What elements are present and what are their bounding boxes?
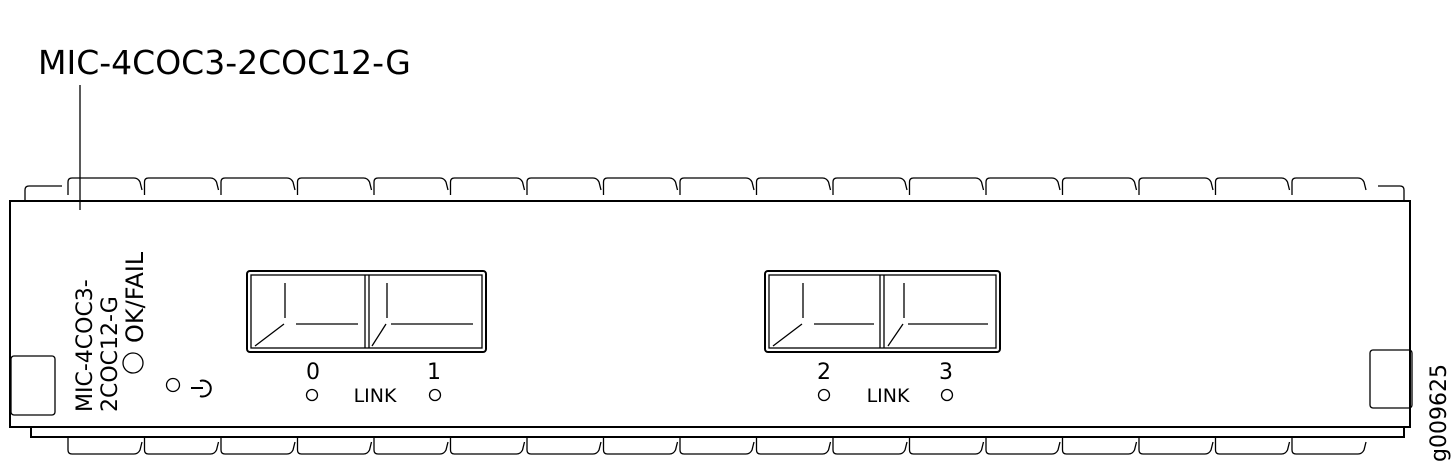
model-label-line2: 2COC12-G xyxy=(98,296,123,412)
link-label-2-3: LINK xyxy=(867,385,910,407)
top-tabs xyxy=(67,177,1367,195)
top-tab xyxy=(220,177,296,195)
bottom-tab xyxy=(143,437,220,455)
bottom-tab xyxy=(602,437,679,455)
port-label-3: 3 xyxy=(939,360,953,385)
top-tab xyxy=(67,177,143,195)
top-tab xyxy=(1138,177,1214,195)
faceplate xyxy=(9,200,1411,428)
bottom-tab xyxy=(449,437,526,455)
bottom-tab xyxy=(526,437,602,455)
top-tab xyxy=(832,177,908,195)
bottom-tabs xyxy=(67,437,1367,455)
link-led-3 xyxy=(940,388,954,402)
ok-fail-led xyxy=(122,352,144,374)
top-tab xyxy=(296,177,373,195)
link-led-1 xyxy=(428,388,442,402)
top-tab xyxy=(373,177,449,195)
link-label-0-1: LINK xyxy=(354,385,397,407)
top-tab xyxy=(679,177,755,195)
top-tab xyxy=(449,177,526,195)
figure-id: g009625 xyxy=(1427,364,1452,461)
status-label: OK/FAIL xyxy=(121,251,149,343)
bottom-tab xyxy=(679,437,755,455)
bottom-tab xyxy=(296,437,373,455)
link-led-2 xyxy=(817,388,831,402)
link-led-0 xyxy=(305,388,319,402)
bottom-tab xyxy=(755,437,832,455)
bottom-tab xyxy=(67,437,143,455)
top-tab xyxy=(755,177,832,195)
bottom-tab xyxy=(1214,437,1291,455)
top-flange xyxy=(24,185,62,201)
bottom-flange xyxy=(30,427,1405,438)
top-tab xyxy=(985,177,1061,195)
top-tab xyxy=(143,177,220,195)
port-label-0: 0 xyxy=(306,360,320,385)
bottom-tab xyxy=(1061,437,1138,455)
bottom-tab xyxy=(1291,437,1367,455)
right-handle[interactable] xyxy=(1369,349,1413,409)
bottom-tab xyxy=(373,437,449,455)
top-tab xyxy=(526,177,602,195)
top-flange-right xyxy=(1378,185,1405,201)
top-tab xyxy=(1061,177,1138,195)
port-cage-2-3[interactable] xyxy=(764,270,1001,353)
model-label-line1: MIC-4COC3- xyxy=(73,279,98,412)
left-handle[interactable] xyxy=(10,355,56,416)
power-led xyxy=(165,377,181,393)
bottom-tab xyxy=(985,437,1061,455)
top-tab xyxy=(1214,177,1291,195)
port-label-2: 2 xyxy=(817,360,831,385)
top-tab xyxy=(602,177,679,195)
bottom-tab xyxy=(220,437,296,455)
faceplate-label: MIC-4COC3- 2COC12-G OK/FAIL xyxy=(73,251,149,412)
bottom-tab xyxy=(832,437,908,455)
bottom-tab xyxy=(1138,437,1214,455)
power-icon xyxy=(191,379,212,398)
port-label-1: 1 xyxy=(427,360,441,385)
top-tab xyxy=(908,177,985,195)
top-tab xyxy=(1291,177,1367,195)
bottom-tab xyxy=(908,437,985,455)
port-cage-0-1[interactable] xyxy=(246,270,487,353)
diagram-title: MIC-4COC3-2COC12-G xyxy=(38,43,411,82)
